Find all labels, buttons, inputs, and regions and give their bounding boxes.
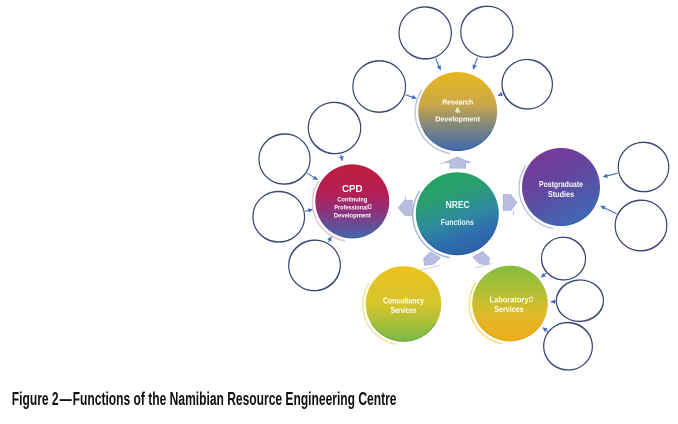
svg-text:Figure 2 — Functions of the Na: Figure 2 — Functions of the Namibian Res… [12, 388, 397, 409]
svg-text:Services: Services [391, 306, 417, 315]
svg-text:Services: Services [494, 305, 524, 314]
svg-text:Development: Development [435, 114, 481, 123]
svg-text:Postgraduate: Postgraduate [539, 180, 584, 189]
svg-text:CPD: CPD [342, 183, 363, 195]
svg-text:Professional: Professional [334, 204, 368, 211]
svg-text:Consultancy: Consultancy [383, 297, 425, 306]
svg-text:Laboratory: Laboratory [490, 295, 530, 304]
svg-text:Studies: Studies [548, 190, 575, 199]
svg-text:Development: Development [334, 212, 372, 219]
svg-text:Continuing: Continuing [337, 196, 367, 203]
svg-text:NREC: NREC [446, 200, 470, 211]
svg-text:Functions: Functions [441, 218, 475, 227]
